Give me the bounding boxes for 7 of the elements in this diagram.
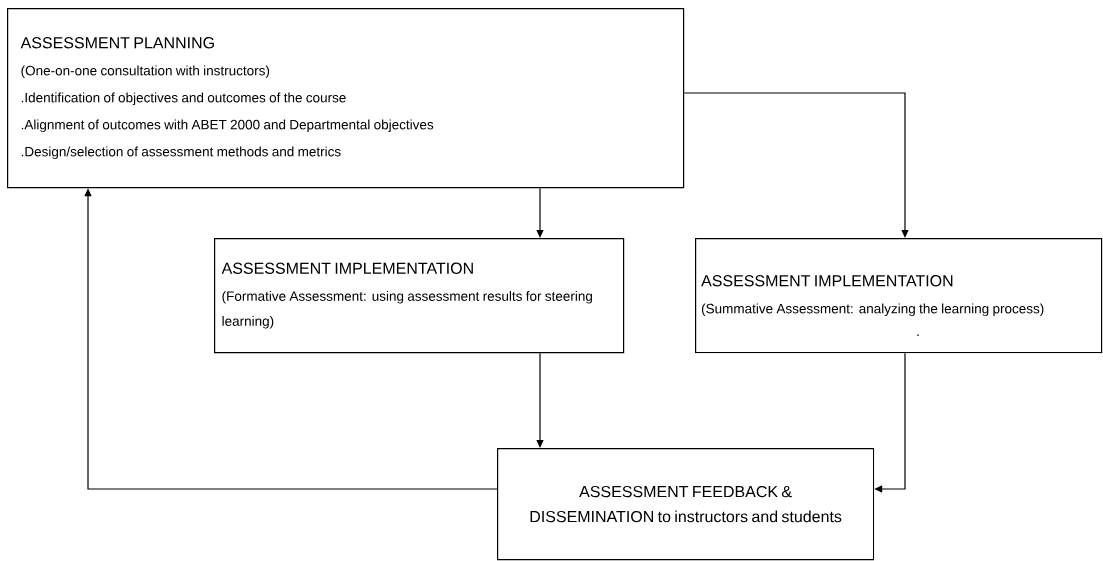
arrow <box>683 92 909 238</box>
arrow <box>536 352 544 448</box>
process-box: ASSESSMENT IMPLEMENTATION (Formative Assessment: using assessment results for steering learning) <box>214 238 625 354</box>
arrow <box>536 187 544 238</box>
process-box: ASSESSMENT PLANNING (One-on-one consultation with instructors) .Identification of objectives and outcomes of the course .Alignment of outcomes with ABET 2000 and Departmental objectives .Design/selection of assessment methods and metrics <box>7 8 685 189</box>
dot: . <box>917 334 919 336</box>
process-box: ASSESSMENT FEEDBACK & DISSEMINATION to instructors and students <box>497 448 875 561</box>
